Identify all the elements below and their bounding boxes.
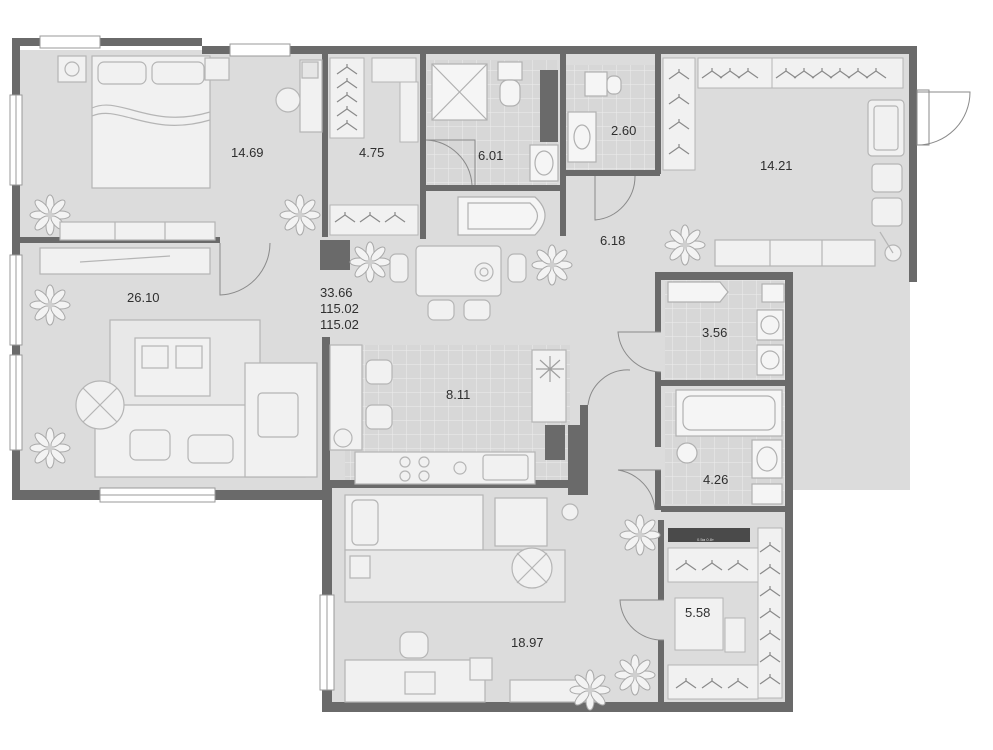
area-label-closet: 4.75 bbox=[359, 145, 385, 160]
laundry-fixtures bbox=[667, 281, 785, 376]
area-label-wc: 2.60 bbox=[611, 123, 637, 138]
area-label-wardrobe: 5.58 bbox=[685, 605, 711, 620]
bedroom-wardrobe bbox=[59, 221, 216, 241]
hall-wardrobe bbox=[662, 57, 904, 171]
double-bed bbox=[91, 55, 211, 189]
area-label-total-living: 33.66 bbox=[320, 285, 353, 300]
door-swings bbox=[219, 139, 665, 641]
area-label-bedroom: 14.69 bbox=[231, 145, 264, 160]
area-label-bathroom-small: 4.26 bbox=[703, 472, 729, 487]
area-label-kitchen: 8.11 bbox=[446, 387, 471, 402]
hall-furniture bbox=[714, 99, 905, 267]
area-label-kids-room: 18.97 bbox=[511, 635, 544, 650]
area-label-hall: 14.21 bbox=[760, 158, 793, 173]
wc-fixtures bbox=[567, 71, 622, 163]
vanity-desk bbox=[275, 59, 323, 133]
area-label-total-1: 115.02 bbox=[320, 301, 359, 316]
kitchen-furniture bbox=[329, 344, 567, 485]
area-label-living: 26.10 bbox=[127, 290, 160, 305]
kids-furniture bbox=[344, 494, 601, 703]
balcony-door bbox=[916, 89, 971, 146]
living-furniture bbox=[39, 247, 318, 478]
area-label-total-2: 115.02 bbox=[320, 317, 359, 332]
area-label-bathroom-main: 6.01 bbox=[478, 148, 504, 163]
nightstands bbox=[57, 55, 230, 83]
bathroom-fixtures bbox=[431, 61, 559, 236]
area-label-laundry: 3.56 bbox=[702, 325, 728, 340]
dining-set bbox=[389, 245, 527, 321]
wardrobe-fixtures bbox=[667, 527, 783, 700]
closet-rails bbox=[329, 57, 419, 236]
wardrobe-tiny-label: 0.5м 0.8т bbox=[697, 537, 714, 542]
bath-fixtures bbox=[675, 389, 783, 505]
area-label-corridor: 6.18 bbox=[600, 233, 626, 248]
